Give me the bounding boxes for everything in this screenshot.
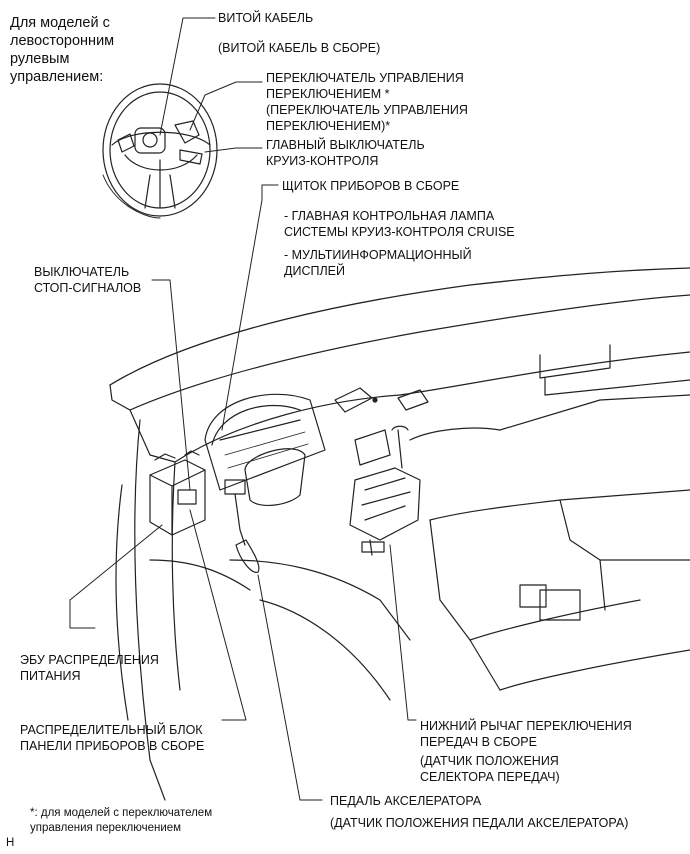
footnote-line-1: *: для моделей с переключателем [30, 807, 213, 819]
lhd-note-line-4: управлением: [10, 69, 104, 85]
label-spiral-cable: ВИТОЙ КАБЕЛЬ [218, 11, 314, 25]
label-junction-block-line-2: ПАНЕЛИ ПРИБОРОВ В СБОРЕ [20, 739, 205, 753]
label-multi-display-line-2: ДИСПЛЕЙ [284, 264, 345, 278]
label-accel-sensor: (ДАТЧИК ПОЛОЖЕНИЯ ПЕДАЛИ АКСЕЛЕРАТОРА) [330, 816, 629, 830]
leader-lines [69, 17, 417, 801]
steering-wheel-inset [102, 83, 218, 219]
label-cruise-main-switch-line-1: ГЛАВНЫЙ ВЫКЛЮЧАТЕЛЬ [266, 138, 425, 152]
label-accel-pedal: ПЕДАЛЬ АКСЕЛЕРАТОРА [330, 794, 482, 808]
label-cruise-indicator: - ГЛАВНАЯ КОНТРОЛЬНАЯ ЛАМПА СИСТЕМЫ КРУИ… [284, 208, 515, 240]
label-stop-lamp-switch-line-1: ВЫКЛЮЧАТЕЛЬ [34, 265, 130, 279]
label-shift-lever-line-1: НИЖНИЙ РЫЧАГ ПЕРЕКЛЮЧЕНИЯ [420, 719, 632, 733]
lhd-note-line-2: левосторонним [10, 33, 115, 49]
label-shift-sensor: (ДАТЧИК ПОЛОЖЕНИЯ СЕЛЕКТОРА ПЕРЕДАЧ) [420, 753, 560, 785]
label-shift-lever-line-2: ПЕРЕДАЧ В СБОРЕ [420, 735, 537, 749]
lhd-note-line-3: рулевым [10, 51, 70, 67]
label-shift-switch-assy: (ПЕРЕКЛЮЧАТЕЛЬ УПРАВЛЕНИЯ ПЕРЕКЛЮЧЕНИЕМ)… [266, 102, 468, 134]
label-junction-block: РАСПРЕДЕЛИТЕЛЬНЫЙ БЛОК ПАНЕЛИ ПРИБОРОВ В… [20, 722, 204, 754]
pedal-shape [224, 479, 260, 573]
label-combination-meter: ЩИТОК ПРИБОРОВ В СБОРЕ [282, 179, 460, 193]
label-power-ecu: ЭБУ РАСПРЕДЕЛЕНИЯ ПИТАНИЯ [20, 652, 159, 684]
label-shift-switch-assy-line-1: (ПЕРЕКЛЮЧАТЕЛЬ УПРАВЛЕНИЯ [266, 103, 468, 117]
label-shift-sensor-line-2: СЕЛЕКТОРА ПЕРЕДАЧ) [420, 770, 560, 784]
label-multi-display-line-1: - МУЛЬТИИНФОРМАЦИОННЫЙ [284, 248, 472, 262]
label-cruise-indicator-line-1: - ГЛАВНАЯ КОНТРОЛЬНАЯ ЛАМПА [284, 209, 495, 223]
label-shift-sensor-line-1: (ДАТЧИК ПОЛОЖЕНИЯ [420, 754, 559, 768]
label-shift-switch-assy-line-2: ПЕРЕКЛЮЧЕНИЕМ)* [266, 119, 391, 133]
lhd-note: Для моделей с левосторонним рулевым упра… [10, 14, 114, 86]
label-multi-display: - МУЛЬТИИНФОРМАЦИОННЫЙ ДИСПЛЕЙ [284, 247, 472, 279]
label-cruise-main-switch-line-2: КРУИЗ-КОНТРОЛЯ [266, 154, 379, 168]
label-shift-switch: ПЕРЕКЛЮЧАТЕЛЬ УПРАВЛЕНИЯ ПЕРЕКЛЮЧЕНИЕМ * [266, 70, 464, 102]
lhd-note-line-1: Для моделей с [10, 15, 110, 31]
label-shift-switch-line-1: ПЕРЕКЛЮЧАТЕЛЬ УПРАВЛЕНИЯ [266, 71, 464, 85]
corner-code: H [6, 837, 15, 849]
label-shift-switch-line-2: ПЕРЕКЛЮЧЕНИЕМ * [266, 87, 390, 101]
combination-meter-shape [204, 393, 326, 507]
label-power-ecu-line-2: ПИТАНИЯ [20, 669, 81, 683]
dashboard [109, 267, 690, 801]
shift-lever-shape [349, 425, 421, 556]
label-cruise-main-switch: ГЛАВНЫЙ ВЫКЛЮЧАТЕЛЬ КРУИЗ-КОНТРОЛЯ [266, 137, 425, 169]
label-shift-lever: НИЖНИЙ РЫЧАГ ПЕРЕКЛЮЧЕНИЯ ПЕРЕДАЧ В СБОР… [420, 718, 632, 750]
label-junction-block-line-1: РАСПРЕДЕЛИТЕЛЬНЫЙ БЛОК [20, 723, 203, 737]
footnote-line-2: управления переключением [30, 822, 182, 834]
label-stop-lamp-switch-line-2: СТОП-СИГНАЛОВ [34, 281, 142, 295]
footnote: *: для моделей с переключателем управлен… [30, 806, 212, 836]
label-power-ecu-line-1: ЭБУ РАСПРЕДЕЛЕНИЯ [20, 653, 159, 667]
label-cruise-indicator-line-2: СИСТЕМЫ КРУИЗ-КОНТРОЛЯ CRUISE [284, 225, 515, 239]
junction-block-shape [149, 450, 206, 536]
label-stop-lamp-switch: ВЫКЛЮЧАТЕЛЬ СТОП-СИГНАЛОВ [34, 264, 141, 296]
label-spiral-cable-assy: (ВИТОЙ КАБЕЛЬ В СБОРЕ) [218, 41, 381, 55]
